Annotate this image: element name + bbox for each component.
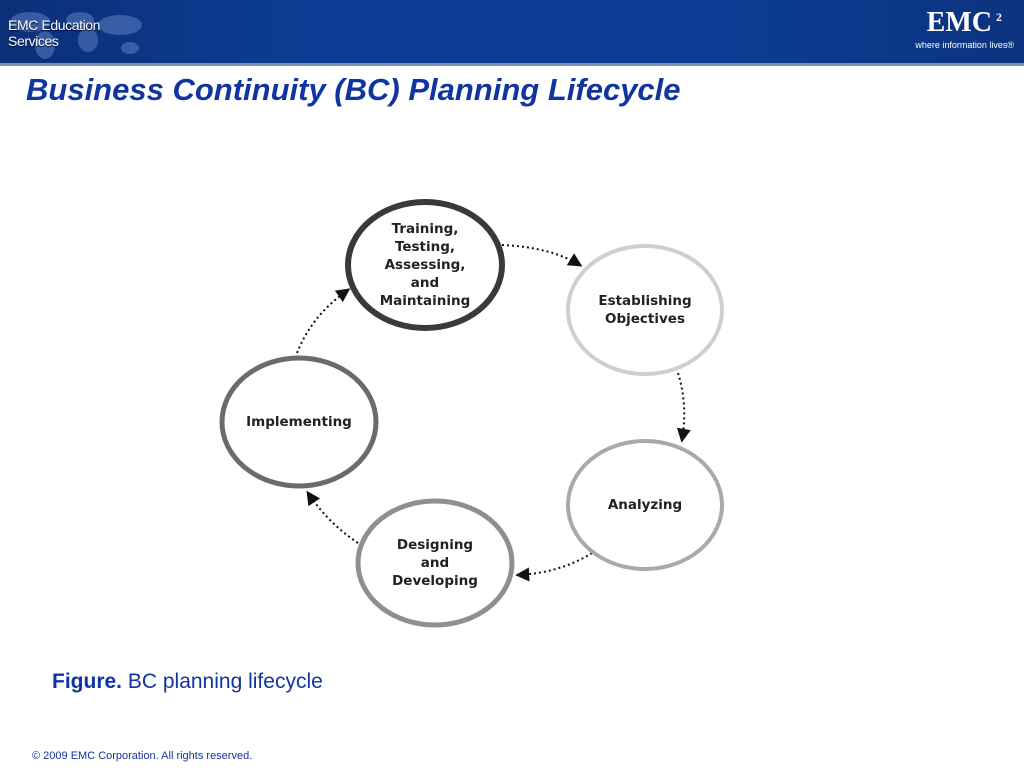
flow-arrow-training-to-establishing <box>501 244 583 267</box>
stage-label-establishing: Establishing Objectives <box>598 293 692 327</box>
stage-ring-designing <box>355 498 515 628</box>
emc-logo-superscript: 2 <box>996 10 1002 24</box>
stage-label-analyzing: Analyzing <box>607 497 683 513</box>
emc-logo: EMC 2 where information lives® <box>894 6 1014 58</box>
lifecycle-diagram-canvas <box>219 199 724 628</box>
page-title: Business Continuity (BC) Planning Lifecy… <box>26 72 681 107</box>
flow-arrow-implementing-to-training <box>296 288 351 354</box>
flow-arrow-establishing-to-analyzing <box>676 372 691 443</box>
stage-label-designing: Designing and Developing <box>392 537 478 589</box>
stage-ring-implementing <box>219 355 379 489</box>
brand-left-text: EMC Education Services <box>8 17 101 49</box>
stage-label-implementing: Implementing <box>246 414 352 430</box>
emc-logo-text: EMC <box>926 7 992 38</box>
header-bar <box>0 0 1024 63</box>
stage-label-training: Training, Testing, Assessing, and Mainta… <box>379 221 471 309</box>
emc-tagline: where information lives® <box>915 40 1014 50</box>
copyright: © 2009 EMC Corporation. All rights reser… <box>32 750 253 762</box>
stage-ring-analyzing <box>566 439 724 571</box>
lifecycle-diagram: Training, Testing, Assessing, and Mainta… <box>200 185 760 645</box>
figure-caption-prefix: Figure. <box>52 670 123 693</box>
figure-caption: Figure. BC planning lifecycle <box>52 670 323 694</box>
stage-ring-training <box>345 199 505 331</box>
header-divider <box>0 63 1024 66</box>
brand-left: EMC Education Services <box>0 0 150 63</box>
flow-arrow-analyzing-to-designing <box>515 552 593 582</box>
stage-ring-establishing <box>566 244 724 376</box>
world-map-icon <box>10 12 142 59</box>
flow-arrow-designing-to-implementing <box>306 490 359 544</box>
figure-caption-text: BC planning lifecycle <box>122 670 323 693</box>
